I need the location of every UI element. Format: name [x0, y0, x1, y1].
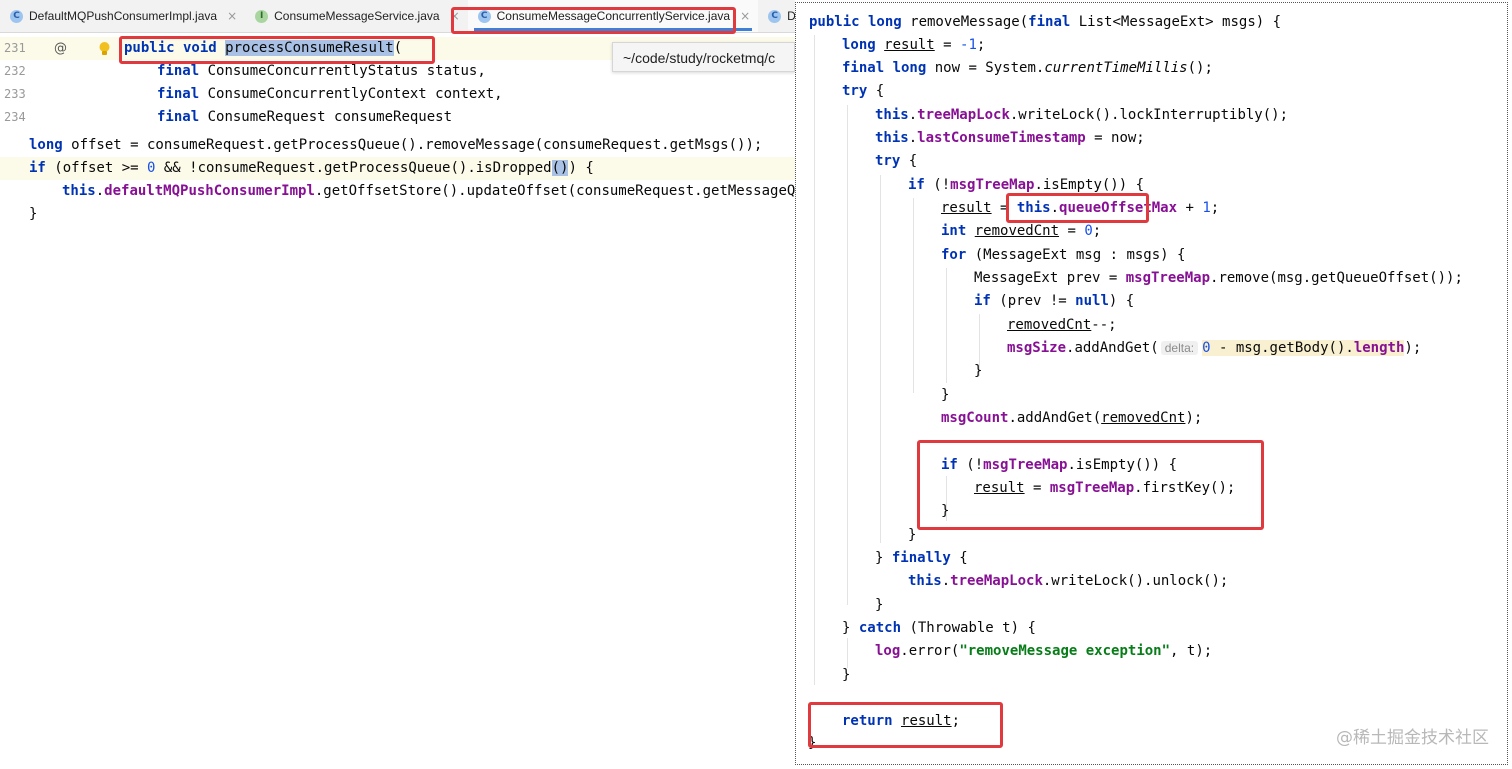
implements-marker-icon[interactable]: @ — [54, 41, 67, 56]
code-line-23: } finally { — [875, 550, 968, 566]
remove-message-code-panel: public long removeMessage(final List<Mes… — [795, 2, 1508, 765]
code-text: final ConsumeConcurrentlyContext context… — [157, 86, 503, 102]
code-line-12: MessageExt prev = msgTreeMap.remove(msg.… — [974, 270, 1463, 286]
code-line-17: } — [941, 387, 950, 403]
class-icon: C — [10, 9, 23, 23]
code-line-27: log.error("removeMessage exception", t); — [875, 643, 1213, 659]
close-icon[interactable]: × — [740, 9, 751, 23]
file-path-tooltip: ~/code/study/rocketmq/c — [612, 42, 795, 72]
lightbulb-icon[interactable] — [98, 41, 111, 57]
code-line-22: } — [908, 527, 917, 543]
code-line-29: return result; — [842, 713, 961, 729]
tab-consume-message-concurrently-service[interactable]: C ConsumeMessageConcurrentlyService.java… — [467, 0, 759, 32]
close-icon[interactable]: × — [449, 9, 460, 23]
line-number: 234 — [4, 110, 26, 124]
parameter-hint-delta: delta: — [1160, 341, 1199, 355]
code-line-3: final long now = System.currentTimeMilli… — [842, 60, 1213, 76]
line-number: 232 — [4, 64, 26, 78]
code-line-26: } catch (Throwable t) { — [842, 620, 1036, 636]
tab-label: ConsumeMessageConcurrentlyService.java — [496, 9, 731, 23]
code-line-231[interactable]: 231 @ public void processConsumeResult( — [0, 37, 795, 60]
code-text: long offset = consumeRequest.getProcessQ… — [29, 137, 763, 153]
tab-consume-message-service[interactable]: I ConsumeMessageService.java × — [245, 0, 467, 32]
code-line-5: this.treeMapLock.writeLock().lockInterru… — [875, 107, 1289, 123]
left-editor-panel: C DefaultMQPushConsumerImpl.java × I Con… — [0, 0, 795, 769]
code-line-11: for (MessageExt msg : msgs) { — [941, 247, 1186, 263]
close-icon[interactable]: × — [227, 9, 238, 23]
line-number: 233 — [4, 87, 26, 101]
code-line-offset[interactable]: long offset = consumeRequest.getProcessQ… — [0, 134, 795, 157]
code-editor[interactable]: 231 @ public void processConsumeResult( … — [0, 33, 795, 769]
code-line-6: this.lastConsumeTimestamp = now; — [875, 130, 1145, 146]
tab-label: DefaultMQPushConsumerImpl.java — [29, 9, 218, 23]
line-number: 231 — [4, 41, 26, 55]
code-text: public void processConsumeResult( — [124, 40, 403, 56]
code-line-1: public long removeMessage(final List<Mes… — [809, 14, 1282, 30]
code-text: final ConsumeRequest consumeRequest — [157, 109, 453, 125]
indent-guide — [880, 175, 881, 543]
code-line-18: msgCount.addAndGet(removedCnt); — [941, 410, 1203, 426]
code-line-232[interactable]: 232 final ConsumeConcurrentlyStatus stat… — [0, 60, 795, 83]
code-line-10: int removedCnt = 0; — [941, 223, 1102, 239]
code-line-16: } — [974, 363, 983, 379]
interface-icon: I — [255, 9, 269, 23]
code-text: this.defaultMQPushConsumerImpl.getOffset… — [62, 183, 795, 199]
tab-truncated[interactable]: C De — [758, 0, 795, 32]
indent-guide — [946, 268, 947, 383]
code-text: final ConsumeConcurrentlyStatus status, — [157, 63, 486, 79]
editor-tab-bar: C DefaultMQPushConsumerImpl.java × I Con… — [0, 0, 795, 33]
code-line-30: } — [808, 735, 817, 751]
indent-guide — [847, 638, 848, 668]
code-line-4: try { — [842, 83, 885, 99]
indent-guide — [946, 476, 947, 521]
tab-default-mq-push-consumer-impl[interactable]: C DefaultMQPushConsumerImpl.java × — [0, 0, 245, 32]
code-line-14: removedCnt--; — [1007, 317, 1117, 333]
code-text: if (offset >= 0 && !consumeRequest.getPr… — [29, 160, 594, 176]
code-line-20: result = msgTreeMap.firstKey(); — [974, 480, 1236, 496]
indent-guide — [814, 35, 815, 685]
code-line-15: msgSize.addAndGet(delta:0 - msg.getBody(… — [1007, 340, 1422, 356]
code-text: } — [29, 206, 38, 222]
code-line-if-dropped[interactable]: if (offset >= 0 && !consumeRequest.getPr… — [0, 157, 795, 180]
tab-label: De — [787, 9, 795, 23]
code-line-234[interactable]: 234 final ConsumeRequest consumeRequest — [0, 106, 795, 129]
code-line-8: if (!msgTreeMap.isEmpty()) { — [908, 177, 1145, 193]
class-icon: C — [768, 9, 782, 23]
code-line-28: } — [842, 667, 851, 683]
tab-label: ConsumeMessageService.java — [274, 9, 440, 23]
code-line-24: this.treeMapLock.writeLock().unlock(); — [908, 573, 1229, 589]
code-line-2: long result = -1; — [842, 37, 986, 53]
indent-guide — [979, 314, 980, 376]
code-line-close-brace[interactable]: } — [0, 203, 795, 226]
code-line-9: result = this.queueOffsetMax + 1; — [941, 200, 1220, 216]
code-line-19: if (!msgTreeMap.isEmpty()) { — [941, 457, 1178, 473]
code-line-21: } — [941, 503, 950, 519]
watermark-text: @稀土掘金技术社区 — [1336, 728, 1489, 748]
indent-guide — [847, 105, 848, 605]
code-line-update-offset[interactable]: this.defaultMQPushConsumerImpl.getOffset… — [0, 180, 795, 203]
code-line-233[interactable]: 233 final ConsumeConcurrentlyContext con… — [0, 83, 795, 106]
indent-guide — [913, 198, 914, 393]
code-line-25: } — [875, 597, 884, 613]
code-line-13: if (prev != null) { — [974, 293, 1135, 309]
code-line-7: try { — [875, 153, 918, 169]
class-icon: C — [477, 9, 491, 23]
